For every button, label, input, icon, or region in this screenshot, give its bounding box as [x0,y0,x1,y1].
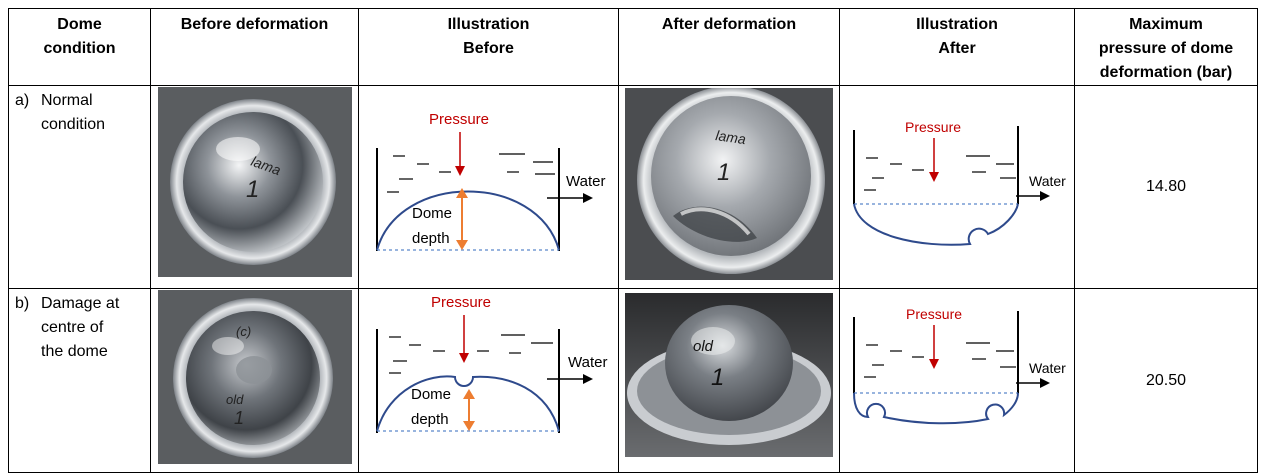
after-photo-cell: lama 1 [618,85,840,289]
photo-marking: 1 [711,364,724,391]
before-illustration-cell: Pressure Dome depth Water [358,288,619,473]
pressure-label: Pressure [429,111,489,128]
pressure-label: Pressure [431,294,491,311]
after-deformation-photo: old 1 [625,293,833,457]
before-photo-cell: lama 1 [150,85,359,289]
before-illustration-cell: Pressure Dome depth Water [358,85,619,289]
after-illustration: Pressure Water [853,306,1066,425]
photo-marking: old [226,392,244,407]
before-deformation-photo: lama 1 [157,87,352,277]
before-photo-cell: (c) old 1 [150,288,359,473]
dome-depth-label: depth [411,411,449,428]
after-illustration: Pressure Water [853,119,1066,246]
dome-depth-label: Dome [412,205,452,222]
water-label: Water [1029,173,1066,189]
photo-marking: 1 [246,176,259,203]
after-illustration-cell: Pressure Water [839,288,1075,473]
max-pressure-value: 14.80 [1074,85,1258,289]
pressure-label: Pressure [905,119,961,135]
photo-marking: lama [715,127,747,147]
after-photo-cell: old 1 [618,288,840,473]
pressure-label: Pressure [906,306,962,322]
header-after-deformation: After deformation [618,8,840,86]
dome-depth-label: depth [412,230,450,247]
water-label: Water [566,173,605,190]
before-illustration: Pressure Dome depth Water [376,111,605,251]
header-before-deformation: Before deformation [150,8,359,86]
water-label: Water [1029,360,1066,376]
row-label: a) [15,92,30,109]
row-label: b) [15,295,30,312]
dome-depth-label: Dome [411,386,451,403]
photo-marking: (c) [236,324,251,339]
max-pressure-value: 20.50 [1074,288,1258,473]
after-illustration-cell: Pressure Water [839,85,1075,289]
photo-marking: 1 [717,159,730,186]
photo-marking: old [693,338,714,355]
before-illustration: Pressure Dome depth Water [376,294,607,433]
before-deformation-photo: (c) old 1 [157,290,352,464]
photo-marking: 1 [234,408,244,428]
water-label: Water [568,354,607,371]
after-deformation-photo: lama 1 [625,88,833,280]
